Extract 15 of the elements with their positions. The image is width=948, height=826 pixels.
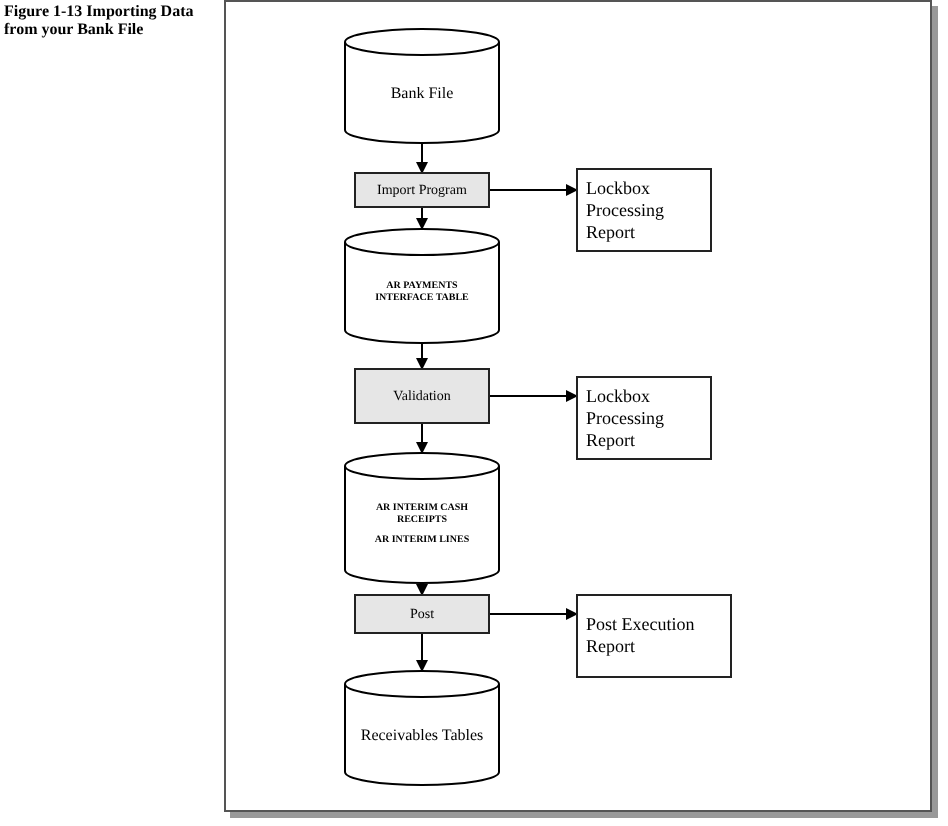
arrow: [416, 633, 428, 672]
database-label: Receivables Tables: [360, 725, 484, 745]
report-box: Lockbox Processing Report: [576, 168, 712, 252]
arrow: [416, 143, 428, 174]
arrow: [416, 583, 428, 596]
arrow: [489, 608, 578, 620]
report-box: Lockbox Processing Report: [576, 376, 712, 460]
arrow: [416, 343, 428, 370]
arrow: [416, 207, 428, 230]
arrow: [416, 423, 428, 454]
figure-title: Figure 1-13 Importing Data from your Bank File: [4, 2, 196, 38]
arrow: [489, 184, 578, 196]
database-label: Bank File: [390, 83, 454, 103]
arrow: [489, 390, 578, 402]
report-box: Post Execution Report: [576, 594, 732, 678]
